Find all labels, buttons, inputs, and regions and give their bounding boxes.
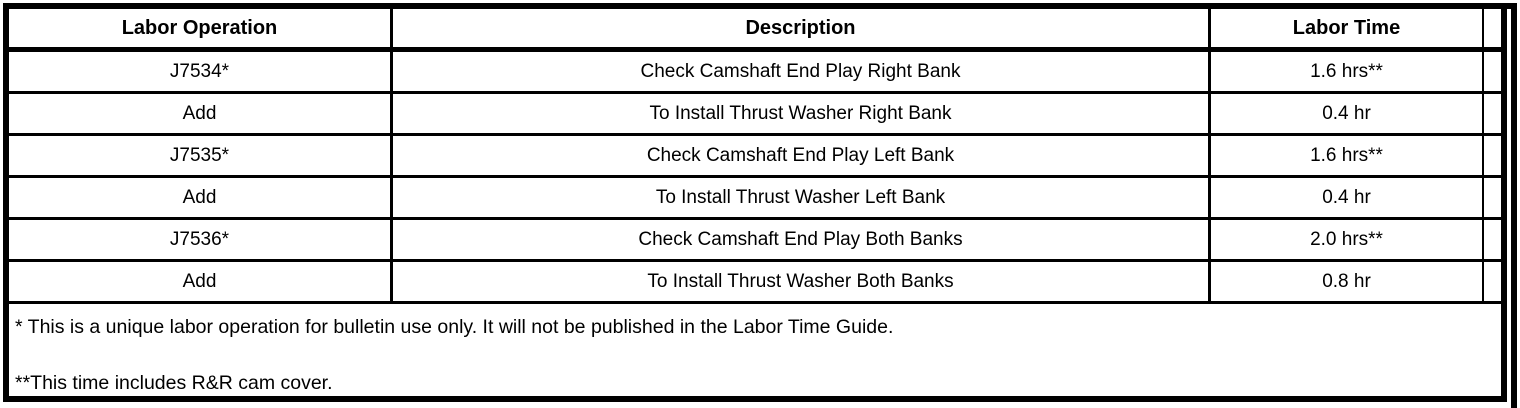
column-header-description: Description [393, 9, 1211, 47]
labor-operation-cell: J7534* [9, 52, 393, 91]
description-cell: Check Camshaft End Play Both Banks [393, 220, 1211, 259]
page-edge-line [1511, 3, 1517, 408]
description-cell: Check Camshaft End Play Left Bank [393, 136, 1211, 175]
description-cell: Check Camshaft End Play Right Bank [393, 52, 1211, 91]
labor-operation-cell: J7535* [9, 136, 393, 175]
table-row: Add To Install Thrust Washer Both Banks … [9, 262, 1501, 304]
table-row: Add To Install Thrust Washer Left Bank 0… [9, 178, 1501, 220]
footnotes-section: * This is a unique labor operation for b… [9, 304, 1501, 396]
labor-operations-table: Labor Operation Description Labor Time J… [3, 3, 1507, 402]
spacer-cell [1484, 178, 1501, 217]
table-row: J7535* Check Camshaft End Play Left Bank… [9, 136, 1501, 178]
table-row: Add To Install Thrust Washer Right Bank … [9, 94, 1501, 136]
labor-time-cell: 1.6 hrs** [1211, 136, 1484, 175]
spacer-cell [1484, 220, 1501, 259]
spacer-cell [1484, 52, 1501, 91]
labor-time-cell: 0.8 hr [1211, 262, 1484, 301]
column-header-labor-time: Labor Time [1211, 9, 1484, 47]
description-cell: To Install Thrust Washer Left Bank [393, 178, 1211, 217]
labor-operation-cell: Add [9, 178, 393, 217]
labor-operation-cell: Add [9, 94, 393, 133]
labor-time-cell: 2.0 hrs** [1211, 220, 1484, 259]
footnote-unique-operation: * This is a unique labor operation for b… [15, 316, 894, 338]
description-cell: To Install Thrust Washer Both Banks [393, 262, 1211, 301]
labor-time-cell: 1.6 hrs** [1211, 52, 1484, 91]
labor-operation-cell: J7536* [9, 220, 393, 259]
labor-operation-cell: Add [9, 262, 393, 301]
column-header-spacer [1484, 9, 1501, 47]
labor-time-cell: 0.4 hr [1211, 178, 1484, 217]
table-header-row: Labor Operation Description Labor Time [9, 9, 1501, 52]
column-header-labor-operation: Labor Operation [9, 9, 393, 47]
footnote-time-includes: **This time includes R&R cam cover. [15, 372, 333, 395]
description-cell: To Install Thrust Washer Right Bank [393, 94, 1211, 133]
table-row: J7536* Check Camshaft End Play Both Bank… [9, 220, 1501, 262]
labor-time-cell: 0.4 hr [1211, 94, 1484, 133]
table-row: J7534* Check Camshaft End Play Right Ban… [9, 52, 1501, 94]
spacer-cell [1484, 94, 1501, 133]
spacer-cell [1484, 262, 1501, 301]
spacer-cell [1484, 136, 1501, 175]
